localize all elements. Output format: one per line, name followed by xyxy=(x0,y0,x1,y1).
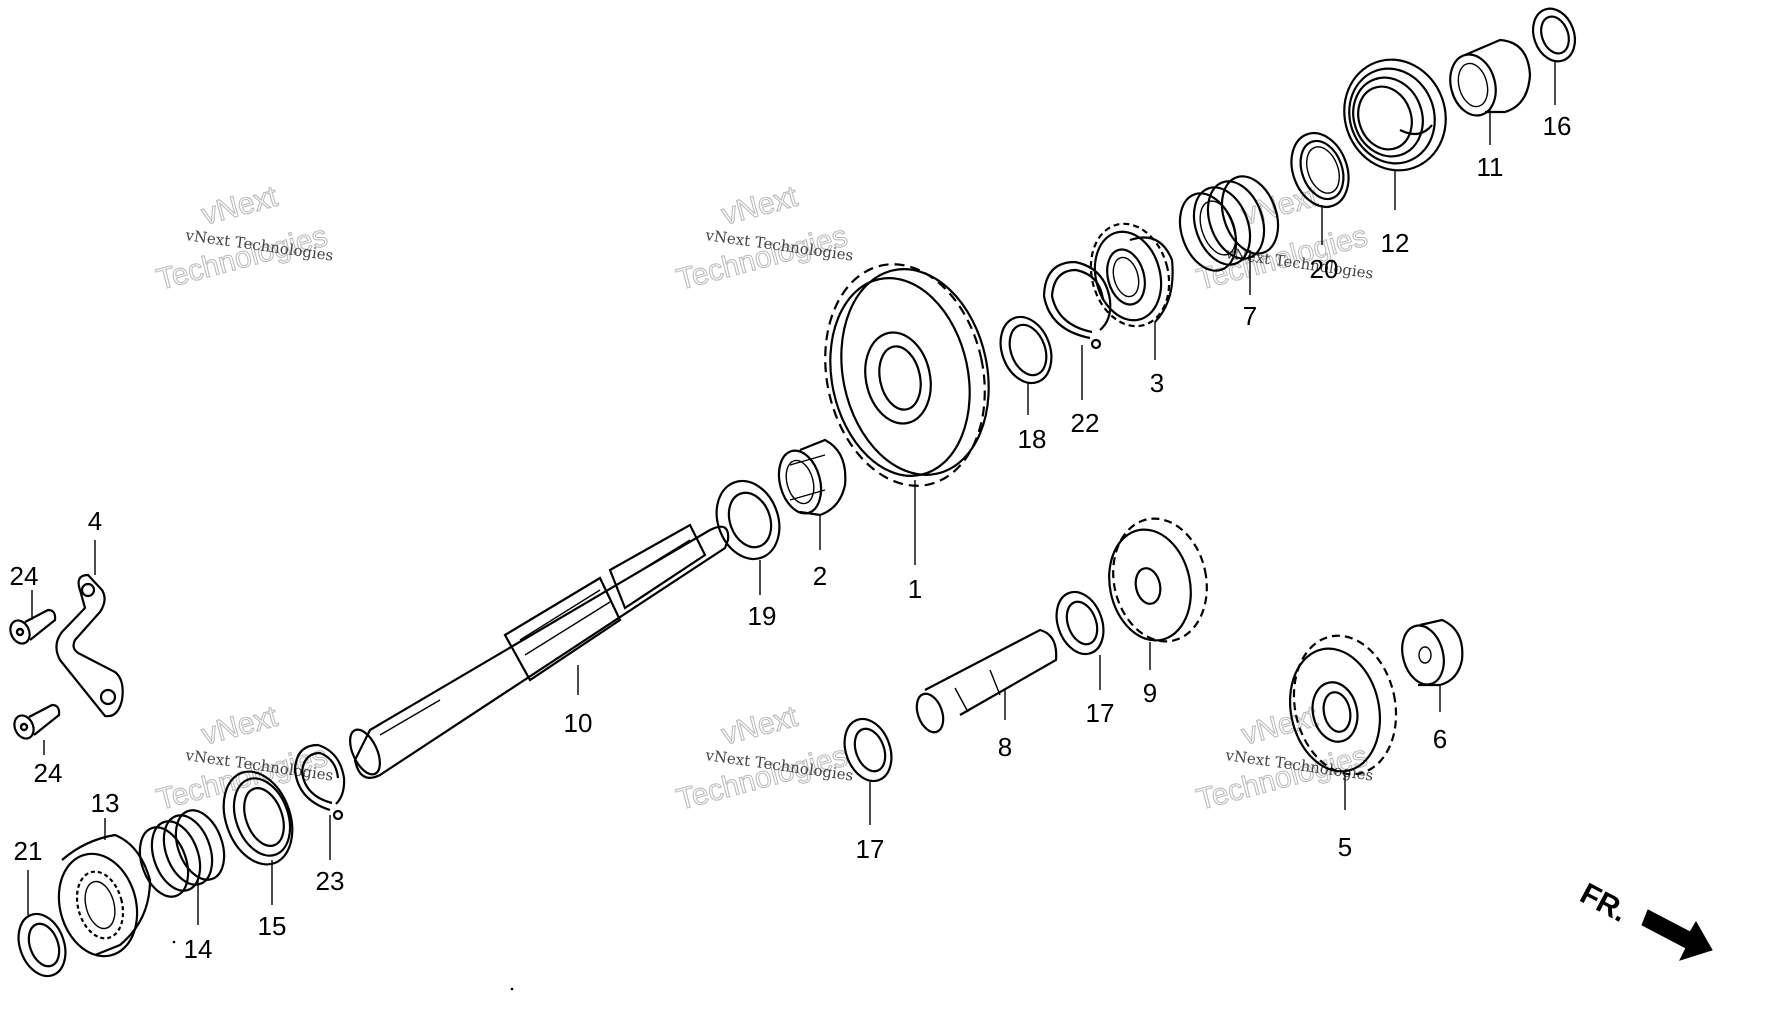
part-19-washer xyxy=(715,479,781,561)
callout-labels: 1 2 3 4 5 6 7 8 9 10 11 12 13 14 15 16 1… xyxy=(10,111,1572,964)
scan-speck xyxy=(510,987,514,991)
part-15-seal xyxy=(222,770,294,866)
part-17-washer-lower xyxy=(843,717,893,783)
part-2-bearing xyxy=(777,438,847,517)
callout-5: 5 xyxy=(1338,832,1352,862)
watermark-group-2: vNext Technologies vNext Technologies xyxy=(673,179,855,297)
callout-3: 3 xyxy=(1150,368,1164,398)
callout-19: 19 xyxy=(748,601,777,631)
watermark-big: vNext xyxy=(198,180,281,232)
watermark-group-6: vNext Technologies vNext Technologies xyxy=(1193,699,1375,817)
callout-23: 23 xyxy=(316,866,345,896)
callout-8: 8 xyxy=(998,732,1012,762)
watermark-big: vNext xyxy=(198,700,281,752)
callout-2: 2 xyxy=(813,561,827,591)
callout-12: 12 xyxy=(1381,228,1410,258)
part-20-ring xyxy=(1290,132,1350,208)
callout-9: 9 xyxy=(1143,678,1157,708)
callout-24-lower: 24 xyxy=(34,758,63,788)
callout-21: 21 xyxy=(14,836,43,866)
part-13-ratchet xyxy=(57,833,152,958)
callout-7: 7 xyxy=(1243,301,1257,331)
part-16-washer xyxy=(1531,7,1577,63)
part-23-circlip xyxy=(293,743,346,821)
part-6-collar xyxy=(1401,618,1464,687)
part-18-washer xyxy=(999,315,1053,385)
callout-14: 14 xyxy=(184,934,213,964)
callout-4: 4 xyxy=(88,506,102,536)
callout-17-upper: 17 xyxy=(1086,698,1115,728)
part-1-large-gear xyxy=(824,263,990,487)
part-24-bolt-lower xyxy=(13,703,61,740)
callout-17-lower: 17 xyxy=(856,834,885,864)
part-12-spring xyxy=(1343,58,1447,172)
callout-6: 6 xyxy=(1433,724,1447,754)
callout-1: 1 xyxy=(908,574,922,604)
watermark-group-1: vNext Technologies vNext Technologies xyxy=(153,179,335,297)
watermark-big: vNext xyxy=(718,180,801,232)
callout-20: 20 xyxy=(1310,254,1339,284)
part-8-pin-shaft xyxy=(915,628,1058,734)
watermark-group-5: vNext Technologies vNext Technologies xyxy=(673,699,855,817)
callout-18: 18 xyxy=(1018,424,1047,454)
part-4-stopper-plate xyxy=(55,573,124,718)
part-5-gear xyxy=(1288,634,1398,776)
fr-direction-marker: FR. xyxy=(1575,877,1713,961)
part-24-bolt-upper xyxy=(9,608,57,645)
callout-10: 10 xyxy=(564,708,593,738)
watermark-group-3: vNext Technologies vNext Technologies xyxy=(1193,179,1375,297)
part-17-washer-upper xyxy=(1055,590,1105,656)
leader-lines xyxy=(27,62,1556,925)
part-7-spring xyxy=(1178,175,1280,272)
fr-label: FR. xyxy=(1575,877,1633,929)
watermark-big: vNext xyxy=(1238,700,1321,752)
callout-22: 22 xyxy=(1071,408,1100,438)
part-22-circlip xyxy=(1042,260,1112,350)
part-21-washer xyxy=(17,912,67,978)
scan-speck xyxy=(172,940,176,944)
part-9-small-gear xyxy=(1108,517,1208,643)
callout-24-upper: 24 xyxy=(10,561,39,591)
part-11-collar xyxy=(1449,38,1532,117)
callout-11: 11 xyxy=(1477,152,1504,182)
fr-arrow-icon xyxy=(1641,909,1713,961)
part-14-spring xyxy=(138,809,226,898)
watermark-big: vNext xyxy=(718,700,801,752)
part-3-ratchet xyxy=(1089,222,1174,328)
part-10-shaft xyxy=(349,523,730,779)
callout-15: 15 xyxy=(258,911,287,941)
callout-16: 16 xyxy=(1543,111,1572,141)
callout-13: 13 xyxy=(91,788,120,818)
